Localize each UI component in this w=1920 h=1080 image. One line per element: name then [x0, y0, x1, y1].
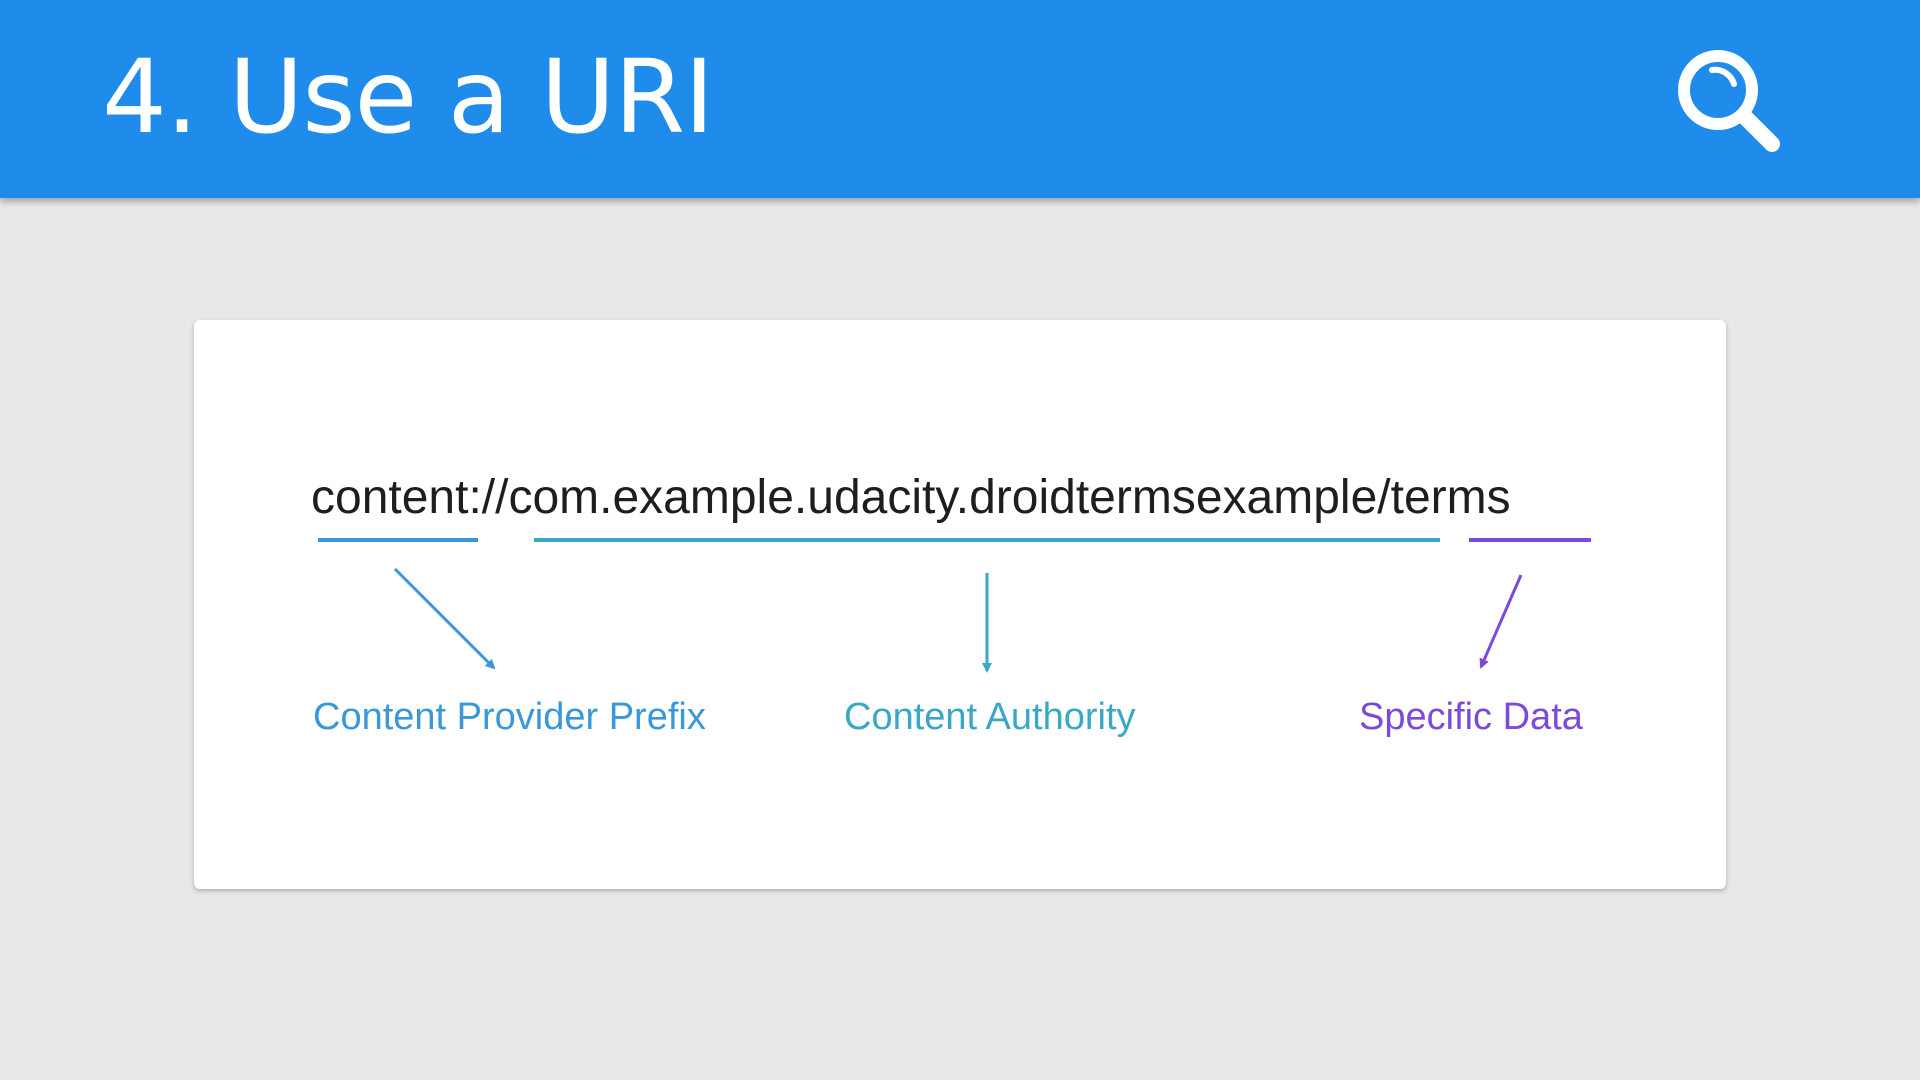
- uri-diagram-card: content://com.example.udacity.droidterms…: [194, 320, 1726, 889]
- label-content-authority: Content Authority: [844, 696, 1136, 738]
- header-bar: 4. Use a URI: [0, 0, 1920, 198]
- prefix-arrow: [393, 567, 496, 670]
- uri-text: content://com.example.udacity.droidterms…: [311, 471, 1511, 524]
- search-icon: [1678, 50, 1780, 152]
- diagram-graphics: [318, 538, 1591, 673]
- data-arrow: [1479, 574, 1523, 669]
- label-content-provider-prefix: Content Provider Prefix: [313, 696, 706, 738]
- page-title: 4. Use a URI: [102, 38, 714, 157]
- label-specific-data: Specific Data: [1359, 696, 1583, 738]
